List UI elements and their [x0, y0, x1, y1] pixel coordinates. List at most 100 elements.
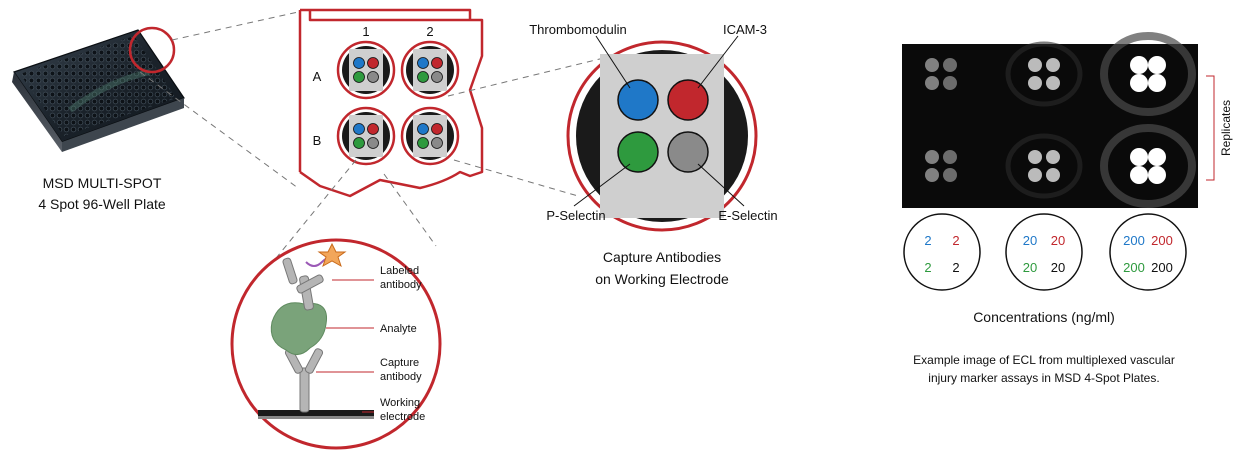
ecl-spot	[1046, 76, 1060, 90]
label-leader	[697, 35, 739, 89]
concentration-value: 2	[924, 260, 931, 275]
concentration-value: 200	[1123, 233, 1145, 248]
ecl-spot	[1028, 150, 1042, 164]
zoom-line	[383, 173, 437, 247]
ecl-spot	[943, 58, 957, 72]
label-labeled-antibody: Labeled antibody	[380, 265, 422, 291]
well-spot	[431, 123, 443, 135]
spot-p-selectin	[617, 131, 659, 173]
analyte-blob	[270, 302, 328, 355]
label-thrombomodulin: Thrombomodulin	[529, 22, 627, 37]
well	[400, 106, 460, 166]
ecl-spot	[943, 150, 957, 164]
label-leader	[573, 163, 631, 207]
replicates-label: Replicates	[1219, 100, 1233, 156]
label-icam3: ICAM-3	[723, 22, 767, 37]
column-label-1: 1	[362, 24, 369, 39]
concentration-value: 20	[1023, 233, 1037, 248]
ecl-caption-line1: Example image of ECL from multiplexed va…	[913, 353, 1175, 367]
concentration-value: 20	[1023, 260, 1037, 275]
replicates-bracket	[1206, 75, 1215, 181]
well-spot	[367, 137, 379, 149]
well-spot	[367, 71, 379, 83]
concentration-value: 2	[924, 233, 931, 248]
spot-caption-line1: Capture Antibodies	[603, 249, 721, 265]
ecl-halo	[1005, 41, 1083, 107]
well-spot	[353, 137, 365, 149]
ecl-spot	[1046, 168, 1060, 182]
zoom-line	[453, 159, 579, 197]
ecl-halo	[1005, 133, 1083, 199]
ecl-spot	[1148, 56, 1166, 74]
ecl-spot	[925, 150, 939, 164]
well-spot	[431, 57, 443, 69]
label-leader	[595, 35, 631, 89]
label-capture-antibody-line2: antibody	[380, 371, 422, 383]
ecl-halo	[1100, 124, 1196, 208]
plate-zoom-circle	[128, 26, 176, 74]
label-working-electrode-line1: Working	[380, 397, 420, 409]
concentration-value: 200	[1151, 260, 1173, 275]
plate-detail-frame	[298, 8, 484, 198]
ecl-spot	[1130, 166, 1148, 184]
labeled-antibody	[282, 257, 324, 311]
well	[336, 40, 396, 100]
concentration-value: 200	[1151, 233, 1173, 248]
ecl-spot	[1148, 74, 1166, 92]
well-spot	[417, 71, 429, 83]
spot-caption-line2: on Working Electrode	[595, 271, 729, 287]
well-spot	[367, 57, 379, 69]
well-spot	[353, 71, 365, 83]
zoom-line	[171, 11, 299, 41]
plate-caption-line2: 4 Spot 96-Well Plate	[38, 196, 166, 212]
ecl-spots	[925, 32, 1196, 208]
ecl-spot	[1130, 148, 1148, 166]
plate-caption-line1: MSD MULTI-SPOT	[43, 175, 162, 191]
label-labeled-antibody-line2: antibody	[380, 279, 422, 291]
concentration-group: 200 200 200 200	[1109, 213, 1187, 291]
label-analyte: Analyte	[380, 323, 417, 335]
label-working-electrode-line2: electrode	[380, 411, 425, 423]
ecl-spot	[1130, 74, 1148, 92]
concentrations-label: Concentrations (ng/ml)	[973, 309, 1115, 325]
label-capture-antibody-line1: Capture	[380, 357, 419, 369]
label-capture-antibody: Capture antibody	[380, 357, 422, 383]
capture-antibody	[284, 348, 324, 413]
well-spot	[353, 123, 365, 135]
label-leader	[697, 163, 745, 207]
ecl-halo	[1100, 32, 1196, 116]
sandwich-assay-illustration	[258, 242, 374, 419]
well-spot	[417, 57, 429, 69]
well-spot	[367, 123, 379, 135]
ecl-spot	[925, 168, 939, 182]
ecl-spot	[943, 168, 957, 182]
ecl-spot	[925, 76, 939, 90]
concentration-value: 20	[1051, 233, 1065, 248]
well-grid	[336, 40, 460, 166]
spot-detail	[566, 40, 758, 232]
spot-e-selectin	[667, 131, 709, 173]
ecl-spot	[925, 58, 939, 72]
concentration-value: 2	[952, 260, 959, 275]
ecl-spot	[1046, 150, 1060, 164]
well	[336, 106, 396, 166]
concentration-group: 2 2 2 2	[903, 213, 981, 291]
sandwich-assay-circle	[230, 238, 442, 450]
well-spot	[417, 137, 429, 149]
concentration-value: 2	[952, 233, 959, 248]
row-label-a: A	[313, 69, 322, 84]
ecl-spot	[1028, 58, 1042, 72]
well	[400, 40, 460, 100]
ecl-spot	[1028, 168, 1042, 182]
well-spot	[431, 137, 443, 149]
label-working-electrode: Working electrode	[380, 397, 425, 423]
concentration-value: 200	[1123, 260, 1145, 275]
label-e-selectin: E-Selectin	[718, 208, 777, 223]
ecl-spot	[1148, 166, 1166, 184]
ecl-spot	[1028, 76, 1042, 90]
ecl-spot	[1148, 148, 1166, 166]
zoom-line	[267, 159, 357, 269]
